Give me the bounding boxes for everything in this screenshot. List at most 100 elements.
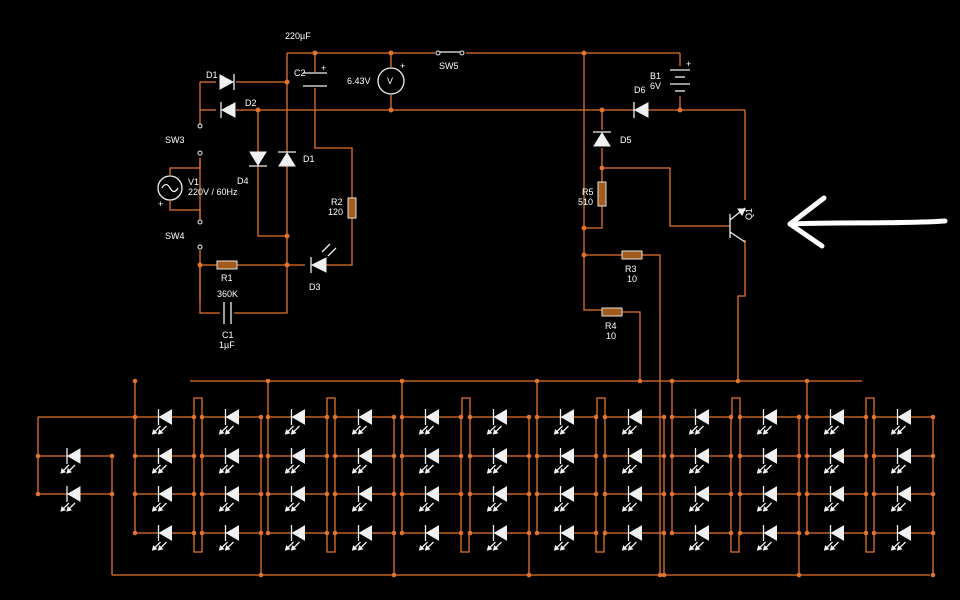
led-diode (67, 486, 81, 502)
led-emission-head (890, 468, 897, 474)
junction-dot (258, 572, 264, 578)
led-diode (695, 448, 709, 464)
led-emission-head (151, 429, 158, 435)
led-diode (291, 409, 305, 425)
led-diode (493, 525, 507, 541)
b1-voltage: 6V (650, 81, 661, 91)
led-link (865, 397, 875, 417)
ac-source-v1 (157, 158, 201, 220)
d1-vertical-label: D1 (303, 154, 315, 164)
led-emission-head (157, 506, 164, 512)
junction-dot (399, 378, 405, 384)
v1-label: V1 (188, 177, 199, 187)
led-emission-head (896, 545, 903, 551)
sw5-label: SW5 (439, 61, 459, 71)
led-diode (695, 486, 709, 502)
led-emission-head (290, 429, 297, 435)
led-emission-head (218, 468, 225, 474)
led-diode (897, 448, 911, 464)
led-emission-head (896, 468, 903, 474)
junction-dot (265, 378, 271, 384)
led-emission-head (418, 468, 425, 474)
led-diode (425, 409, 439, 425)
q1-label: Q1 (744, 208, 754, 220)
led-emission-head (492, 468, 499, 474)
led-emission-head (157, 545, 164, 551)
led-emission-head (553, 545, 560, 551)
led-emission-head (762, 429, 769, 435)
sw3-label: SW3 (165, 135, 185, 145)
led-emission-head (559, 468, 566, 474)
led-diode (763, 525, 777, 541)
r4-value: 10 (606, 331, 616, 341)
led-emission-head (756, 545, 763, 551)
junction-dot (796, 572, 802, 578)
led-diode (358, 486, 372, 502)
resistor-r1 (216, 260, 238, 270)
transistor-q1 (729, 207, 746, 243)
led-diode (830, 448, 844, 464)
led-emission-head (157, 429, 164, 435)
led-link (596, 397, 606, 417)
led-emission-head (290, 506, 297, 512)
led-emission-head (829, 468, 836, 474)
led-emission-head (553, 506, 560, 512)
led-diode (695, 525, 709, 541)
led-emission-head (486, 506, 493, 512)
led-emission-head (424, 545, 431, 551)
r1-value: 360K (217, 289, 238, 299)
battery-b1 (668, 66, 692, 96)
d4-label: D4 (237, 176, 249, 186)
led-emission-head (621, 468, 628, 474)
led-emission-head (218, 429, 225, 435)
d1-top-label: D1 (206, 70, 218, 80)
led-emission-head (351, 468, 358, 474)
led-emission-head (224, 429, 231, 435)
led-diode (225, 448, 239, 464)
led-emission-head (559, 506, 566, 512)
led-emission-head (762, 545, 769, 551)
junction-dot (109, 491, 115, 497)
led-emission-head (823, 429, 830, 435)
led-diode (628, 525, 642, 541)
junction-dot (804, 378, 810, 384)
resistor-r2 (347, 197, 357, 219)
junction-dots-top (197, 50, 683, 268)
led-link (326, 533, 336, 553)
diode-d4 (249, 151, 267, 167)
component-labels: 220µF C2 + 6.43V + V SW5 B1 6V + D1 D2 D… (158, 31, 754, 350)
c1-value: 1µF (219, 340, 235, 350)
led-emission-head (357, 545, 364, 551)
led-diode (560, 409, 574, 425)
led-diode (425, 486, 439, 502)
led-diode (425, 448, 439, 464)
led-diode (158, 409, 172, 425)
led-emission-head (486, 545, 493, 551)
led-diode (158, 525, 172, 541)
b1-plus: + (686, 59, 691, 69)
r2-label: R2 (331, 197, 343, 207)
resistor-r4 (601, 307, 623, 317)
switch-sw5 (435, 50, 465, 56)
led-emission-head (492, 506, 499, 512)
led-emission-head (890, 506, 897, 512)
led-diode (628, 409, 642, 425)
led-emission-head (829, 506, 836, 512)
led-emission-head (290, 468, 297, 474)
led-emission-head (151, 545, 158, 551)
led-emission-head (553, 429, 560, 435)
led-diode (897, 525, 911, 541)
r5-value: 510 (578, 197, 593, 207)
resistor-r5 (597, 181, 607, 207)
led-emission-head (486, 429, 493, 435)
r2-value: 120 (328, 207, 343, 217)
led-emission-head (224, 545, 231, 551)
led-emission-head (694, 429, 701, 435)
led-link (865, 533, 875, 553)
led-emission-head (351, 506, 358, 512)
led-emission-head (284, 468, 291, 474)
led-emission-head (694, 468, 701, 474)
junction-dot (35, 491, 41, 497)
led-diode (291, 448, 305, 464)
led-emission-head (627, 429, 634, 435)
